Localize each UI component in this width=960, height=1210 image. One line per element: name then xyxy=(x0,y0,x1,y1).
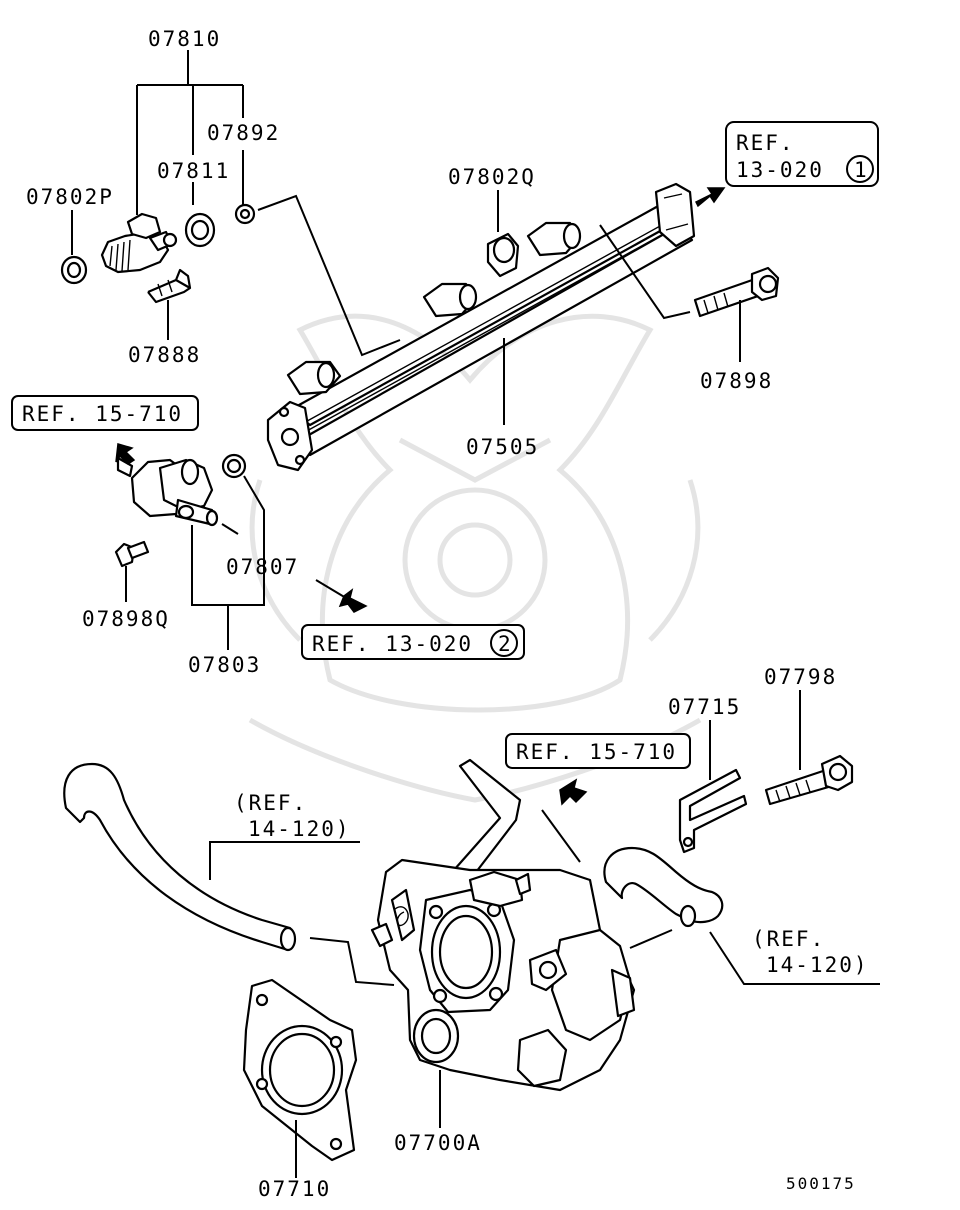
gasket-07710 xyxy=(242,978,358,1162)
bolt-07798 xyxy=(764,754,854,806)
bolt-07898q xyxy=(114,540,150,568)
part-label-07807[interactable]: 07807 xyxy=(226,555,299,579)
arrow-ref-15-710-bottom xyxy=(559,778,588,806)
rail-cup-2 xyxy=(422,282,478,318)
hose-right xyxy=(603,846,724,928)
ref-box-15-710-top[interactable]: REF. 15-710 xyxy=(11,395,199,431)
bracket-07715 xyxy=(678,768,748,854)
ref-box-13-020-2[interactable]: REF. 13-020 2 xyxy=(301,624,525,660)
ref-14-120-left-line1[interactable]: (REF. xyxy=(234,791,307,815)
ref-box-13-020-1[interactable]: REF. 13-020 1 xyxy=(725,121,879,187)
arrow-ref-13-020-2 xyxy=(338,588,368,613)
part-label-07811[interactable]: 07811 xyxy=(157,159,230,183)
ref-13-020-1-line2: 13-020 xyxy=(736,158,824,182)
part-label-07700a[interactable]: 07700A xyxy=(394,1131,482,1155)
ref-13-020-1-circle-number: 1 xyxy=(854,158,869,182)
ref-14-120-right-line2[interactable]: 14-120) xyxy=(766,953,869,977)
throttle-body-07700a xyxy=(370,758,636,1092)
rail-cup-3 xyxy=(526,221,582,257)
ref-14-120-left-line2[interactable]: 14-120) xyxy=(248,817,351,841)
ref-14-120-right-line1[interactable]: (REF. xyxy=(752,927,825,951)
part-label-07802p[interactable]: 07802P xyxy=(26,185,114,209)
part-label-07715[interactable]: 07715 xyxy=(668,695,741,719)
part-label-07710[interactable]: 07710 xyxy=(258,1177,331,1201)
diagram-id: 500175 xyxy=(786,1174,856,1193)
ref-13-020-1-line1: REF. xyxy=(736,131,795,155)
hose-left xyxy=(63,762,297,952)
injector-group xyxy=(60,50,256,340)
arrow-ref-13-020-1 xyxy=(694,187,726,208)
ref-13-020-2-circle-number: 2 xyxy=(498,632,513,656)
part-label-07505[interactable]: 07505 xyxy=(466,435,539,459)
ref-box-15-710-bottom[interactable]: REF. 15-710 xyxy=(505,733,691,769)
part-label-07810[interactable]: 07810 xyxy=(148,27,221,51)
ref-15-710-top-label: REF. 15-710 xyxy=(22,402,183,426)
part-label-07898q[interactable]: 07898Q xyxy=(82,607,170,631)
part-label-07888[interactable]: 07888 xyxy=(128,343,201,367)
fuel-rail-07505 xyxy=(266,182,696,472)
o-ring-07892 xyxy=(234,203,256,225)
arrow-ref-15-710-top xyxy=(115,443,136,465)
fuel-injector xyxy=(100,212,178,274)
rail-cup-1 xyxy=(286,360,342,396)
part-label-07803[interactable]: 07803 xyxy=(188,653,261,677)
part-label-07802q[interactable]: 07802Q xyxy=(448,165,536,189)
part-label-07798[interactable]: 07798 xyxy=(764,665,837,689)
ref-15-710-bottom-label: REF. 15-710 xyxy=(516,740,677,764)
ref-13-020-2-label: REF. 13-020 xyxy=(312,632,473,656)
part-label-07898[interactable]: 07898 xyxy=(700,369,773,393)
part-label-07892[interactable]: 07892 xyxy=(207,121,280,145)
grommet-07811 xyxy=(184,212,216,248)
pressure-regulator xyxy=(116,456,219,527)
clip-07888 xyxy=(147,268,192,304)
o-ring-07807 xyxy=(221,453,247,479)
insulator-07802q xyxy=(486,232,520,278)
bolt-07898 xyxy=(693,266,780,318)
o-ring-07802p xyxy=(60,255,88,285)
